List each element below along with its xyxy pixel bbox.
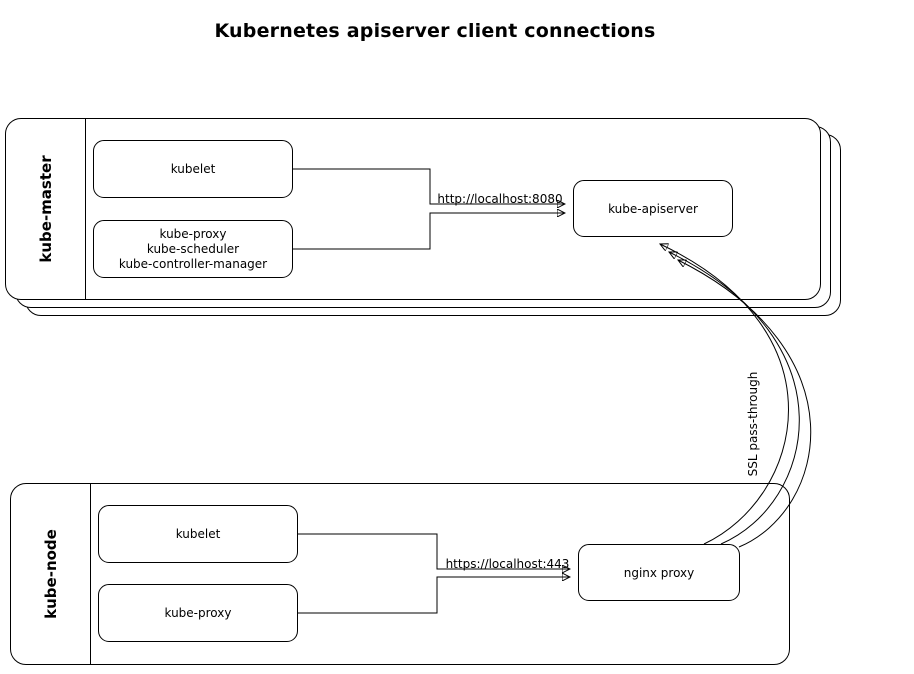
- node-node-kubelet-label: kubelet: [175, 527, 221, 541]
- node-kube-apiserver: kube-apiserver: [573, 180, 733, 237]
- node-nginx-proxy-label: nginx proxy: [623, 565, 695, 580]
- edge-label-ssl-passthrough: SSL pass-through: [746, 371, 760, 477]
- kube-node-label: kube-node: [41, 529, 60, 619]
- edge-label-https-localhost-443: https://localhost:443: [445, 557, 570, 571]
- node-master-proxy-line: kube-proxy: [159, 226, 227, 241]
- edge-label-http-localhost-8080: http://localhost:8080: [437, 192, 563, 206]
- node-master-kubelet: kubelet: [93, 140, 293, 198]
- node-node-kube-proxy-label: kube-proxy: [164, 606, 232, 620]
- kube-node-label-strip: kube-node: [11, 484, 91, 664]
- node-nginx-proxy: nginx proxy: [578, 544, 740, 601]
- node-node-kube-proxy: kube-proxy: [98, 584, 298, 642]
- node-master-kubelet-label: kubelet: [170, 162, 216, 176]
- diagram-title: Kubernetes apiserver client connections: [214, 20, 656, 42]
- node-master-scheduler-line: kube-scheduler: [146, 241, 240, 256]
- kube-master-label: kube-master: [36, 155, 55, 263]
- node-master-proxy-stack: kube-proxy kube-scheduler kube-controlle…: [93, 220, 293, 278]
- node-kube-apiserver-label: kube-apiserver: [608, 201, 698, 216]
- node-node-kubelet: kubelet: [98, 505, 298, 563]
- kube-master-label-strip: kube-master: [6, 119, 86, 299]
- node-master-controller-manager-line: kube-controller-manager: [118, 256, 268, 271]
